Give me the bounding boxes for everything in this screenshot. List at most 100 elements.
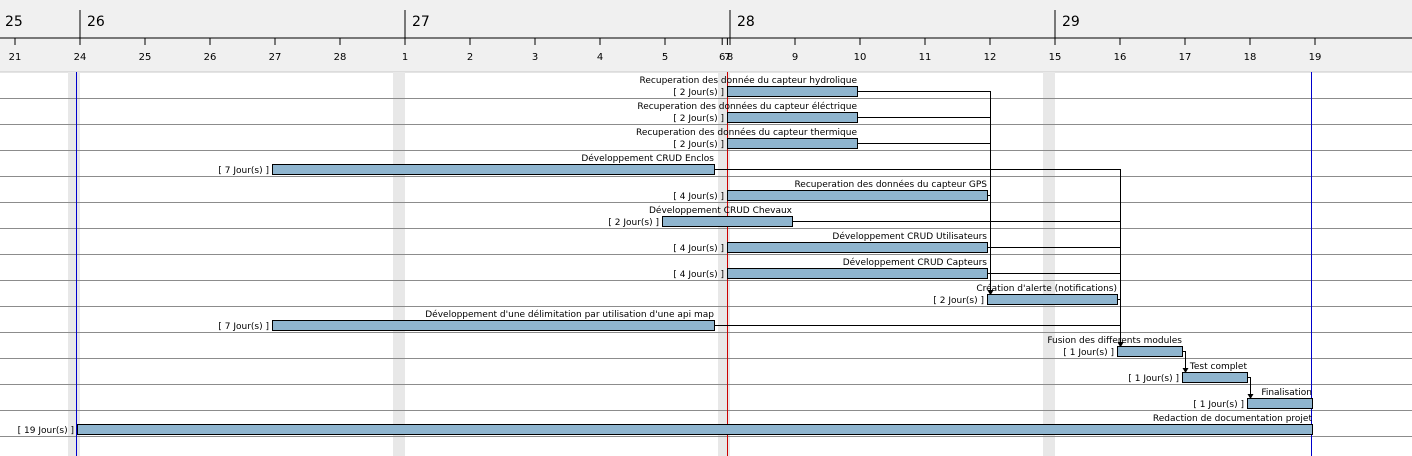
dependency-arrow-icon (1247, 394, 1254, 399)
task-bar[interactable] (727, 86, 858, 97)
task-duration: [ 2 Jour(s) ] (933, 296, 984, 306)
dependency-line (988, 195, 991, 291)
task-duration: [ 2 Jour(s) ] (673, 88, 724, 98)
week-label: 27 (412, 14, 430, 30)
task-12[interactable]: Test complet [ 1 Jour(s) ] (1128, 362, 1248, 384)
task-duration: [ 2 Jour(s) ] (673, 140, 724, 150)
dependency-line (715, 325, 1121, 343)
task-name: Développement CRUD Utilisateurs (832, 231, 987, 242)
task-bar[interactable] (77, 424, 1313, 435)
day-label: 27 (269, 52, 282, 63)
task-name: Développement CRUD Chevaux (649, 205, 793, 216)
task-bar[interactable] (272, 320, 715, 331)
task-duration: [ 1 Jour(s) ] (1128, 374, 1179, 384)
weekend-band (68, 72, 80, 456)
weekend-band (393, 72, 405, 456)
task-bar[interactable] (987, 294, 1118, 305)
task-duration: [ 4 Jour(s) ] (673, 270, 724, 280)
dependency-arrow-icon (987, 290, 994, 295)
task-bar[interactable] (727, 112, 858, 123)
task-name: Fusion des differents modules (1047, 336, 1182, 346)
task-duration: [ 2 Jour(s) ] (673, 114, 724, 124)
task-duration: [ 1 Jour(s) ] (1063, 348, 1114, 358)
day-label: 1 (402, 52, 408, 63)
week-label: 28 (737, 14, 755, 30)
day-label: 7 (724, 52, 730, 63)
dependency-line (1183, 351, 1186, 369)
week-label: 29 (1062, 14, 1080, 30)
task-8[interactable]: Développement CRUD Capteurs [ 4 Jour(s) ] (673, 257, 988, 280)
gantt-grid (0, 72, 1412, 456)
day-label: 2 (467, 52, 473, 63)
day-label: 16 (1114, 52, 1127, 63)
day-label: 25 (139, 52, 152, 63)
day-label: 26 (204, 52, 217, 63)
task-3[interactable]: Recuperation des données du capteur ther… (636, 127, 858, 150)
task-name: Recuperation des données du capteur éléc… (637, 101, 857, 112)
day-label: 9 (792, 52, 798, 63)
day-label: 4 (597, 52, 603, 63)
day-label: 12 (984, 52, 997, 63)
task-bar[interactable] (727, 138, 858, 149)
task-duration: [ 4 Jour(s) ] (673, 244, 724, 254)
task-bar[interactable] (727, 268, 988, 279)
day-label: 21 (9, 52, 22, 63)
task-6[interactable]: Développement CRUD Chevaux [ 2 Jour(s) ] (608, 205, 793, 228)
day-label: 19 (1309, 52, 1322, 63)
task-bars: Recuperation des donnée du capteur hydro… (18, 75, 1313, 436)
task-bar[interactable] (662, 216, 793, 227)
task-duration: [ 7 Jour(s) ] (218, 166, 269, 176)
weekend-band (1043, 72, 1055, 456)
dependency-line (1248, 377, 1251, 395)
dependency-links (715, 91, 1254, 399)
task-bar[interactable] (1117, 346, 1183, 357)
day-label: 24 (74, 52, 87, 63)
task-bar[interactable] (727, 190, 988, 201)
task-name: Développement CRUD Capteurs (843, 257, 988, 268)
task-bar[interactable] (272, 164, 715, 175)
task-10[interactable]: Développement d'une délimitation par uti… (218, 309, 715, 332)
day-label: 5 (662, 52, 668, 63)
task-name: Test complet (1189, 362, 1248, 372)
task-name: Finalisation (1261, 388, 1312, 398)
task-name: Recuperation des données du capteur ther… (636, 127, 857, 138)
week-label: 26 (87, 14, 105, 30)
task-duration: [ 2 Jour(s) ] (608, 218, 659, 228)
task-4[interactable]: Développement CRUD Enclos [ 7 Jour(s) ] (218, 153, 715, 176)
task-bar[interactable] (727, 242, 988, 253)
task-name: Redaction de documentation projet (1153, 414, 1313, 424)
task-bar[interactable] (1182, 372, 1248, 383)
day-label: 11 (919, 52, 932, 63)
task-bar[interactable] (1247, 398, 1313, 409)
day-label: 3 (532, 52, 538, 63)
task-5[interactable]: Recuperation des données du capteur GPS [… (673, 179, 988, 202)
task-14[interactable]: Redaction de documentation projet [ 19 Jo… (18, 414, 1313, 436)
day-label: 8 (727, 52, 733, 63)
dependency-arrow-icon (1182, 368, 1189, 373)
task-name: Recuperation des donnée du capteur hydro… (640, 75, 858, 86)
task-duration: [ 4 Jour(s) ] (673, 192, 724, 202)
week-label: 25 (5, 14, 23, 30)
task-name: Développement CRUD Enclos (581, 153, 714, 164)
task-13[interactable]: Finalisation [ 1 Jour(s) ] (1193, 388, 1313, 410)
task-1[interactable]: Recuperation des donnée du capteur hydro… (640, 75, 858, 98)
task-9[interactable]: Création d'alerte (notifications) [ 2 Jou… (933, 283, 1118, 306)
task-name: Création d'alerte (notifications) (976, 283, 1117, 294)
task-name: Développement d'une délimitation par uti… (425, 309, 714, 320)
task-duration: [ 7 Jour(s) ] (218, 322, 269, 332)
day-label: 6 (719, 52, 725, 63)
task-11[interactable]: Fusion des differents modules [ 1 Jour(s)… (1047, 336, 1183, 358)
task-2[interactable]: Recuperation des données du capteur éléc… (637, 101, 858, 124)
dependency-arrow-icon (1117, 342, 1124, 347)
day-label: 17 (1179, 52, 1192, 63)
day-label: 18 (1244, 52, 1257, 63)
task-7[interactable]: Développement CRUD Utilisateurs [ 4 Jour(… (673, 231, 988, 254)
day-label: 10 (854, 52, 867, 63)
day-label: 28 (334, 52, 347, 63)
task-duration: [ 19 Jour(s) ] (18, 426, 74, 436)
task-name: Recuperation des données du capteur GPS (794, 179, 987, 190)
task-duration: [ 1 Jour(s) ] (1193, 400, 1244, 410)
